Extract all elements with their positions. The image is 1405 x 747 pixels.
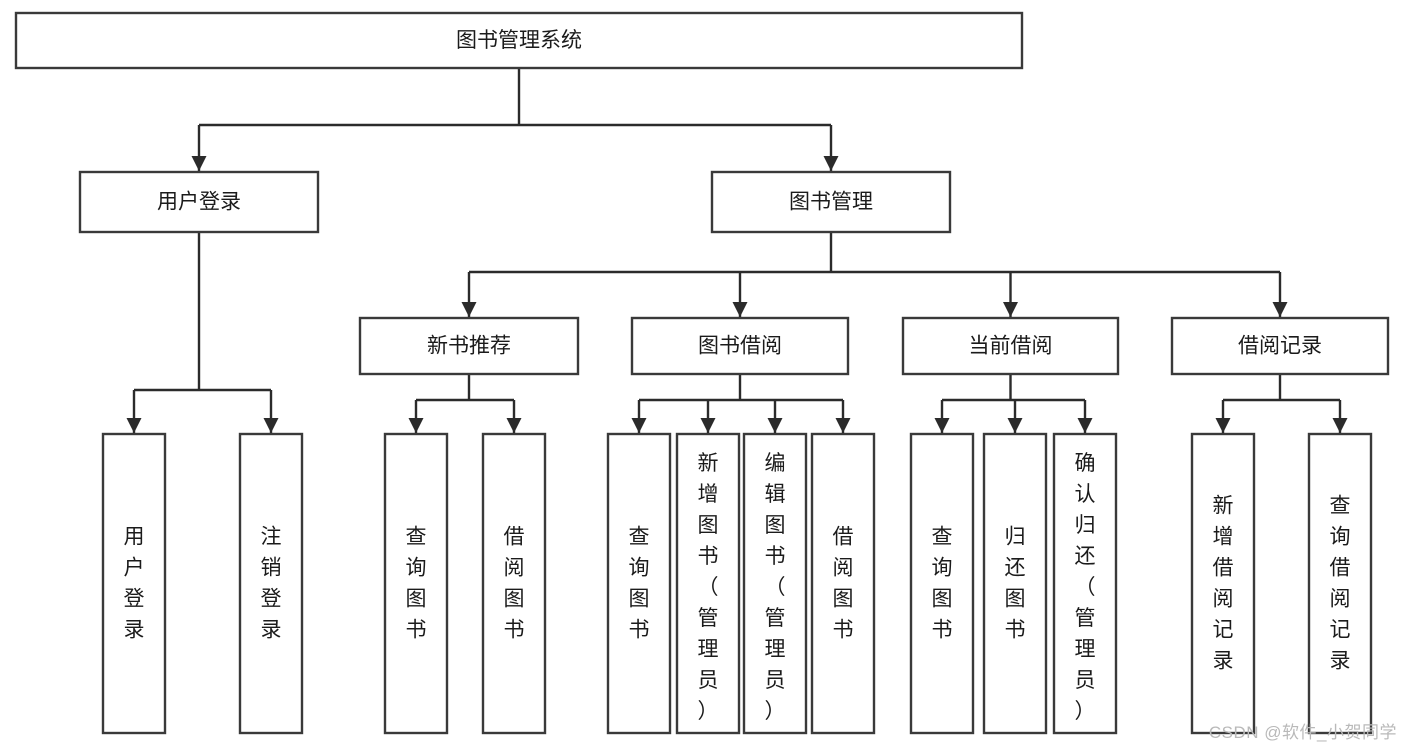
node-label: 新增图书（管理员）: [698, 452, 719, 723]
arrow-head-icon: [1077, 418, 1093, 433]
node-label: 注销登录: [261, 526, 282, 642]
node-label: 借阅图书: [833, 526, 854, 642]
node-box: [481, 432, 547, 735]
arrow-head-icon: [631, 418, 647, 433]
connector-group: [1215, 374, 1348, 433]
node-label: 查询图书: [406, 526, 427, 642]
arrow-head-icon: [1332, 418, 1348, 433]
node-borrow-record[interactable]: 借阅记录: [1170, 316, 1390, 376]
node-box: [14, 11, 1024, 70]
node-box: [1307, 432, 1373, 735]
arrow-head-icon: [823, 156, 839, 171]
node-leaf-borrow-book-2[interactable]: 借阅图书: [810, 432, 876, 735]
arrow-head-icon: [126, 418, 142, 433]
node-box: [710, 170, 952, 234]
node-leaf-query-book-3[interactable]: 查询图书: [909, 432, 975, 735]
arrow-head-icon: [1007, 418, 1023, 433]
arrow-head-icon: [506, 418, 522, 433]
arrow-head-icon: [732, 302, 748, 317]
connector-group: [631, 374, 851, 433]
node-label: 图书管理系统: [456, 29, 582, 52]
node-box: [1190, 432, 1256, 735]
node-leaf-query-book-2[interactable]: 查询图书: [606, 432, 672, 735]
node-label: 新增借阅记录: [1213, 495, 1234, 673]
node-label: 用户登录: [124, 526, 145, 642]
node-box: [742, 432, 808, 735]
connector-group: [191, 68, 839, 171]
arrow-head-icon: [700, 418, 716, 433]
connector-group: [408, 374, 522, 433]
node-current-borrow[interactable]: 当前借阅: [901, 316, 1120, 376]
node-box: [909, 432, 975, 735]
arrow-head-icon: [263, 418, 279, 433]
node-box: [383, 432, 449, 735]
connector-layer: [126, 68, 1348, 433]
node-box: [982, 432, 1048, 735]
node-label: 编辑图书（管理员）: [765, 452, 786, 723]
node-label: 借阅图书: [504, 526, 525, 642]
node-leaf-add-book[interactable]: 新增图书（管理员）: [675, 432, 741, 735]
node-book-borrow[interactable]: 图书借阅: [630, 316, 850, 376]
node-leaf-edit-book[interactable]: 编辑图书（管理员）: [742, 432, 808, 735]
node-leaf-logout-login[interactable]: 注销登录: [238, 432, 304, 735]
node-box: [606, 432, 672, 735]
node-leaf-query-book-1[interactable]: 查询图书: [383, 432, 449, 735]
node-box: [1170, 316, 1390, 376]
arrow-head-icon: [1272, 302, 1288, 317]
node-box: [358, 316, 580, 376]
node-label: 新书推荐: [427, 335, 511, 358]
connector-group: [126, 232, 279, 433]
node-leaf-user-login[interactable]: 用户登录: [101, 432, 167, 735]
node-box: [675, 432, 741, 735]
node-box: [1052, 432, 1118, 735]
node-box: [901, 316, 1120, 376]
connector-group: [934, 374, 1093, 433]
node-user-login[interactable]: 用户登录: [78, 170, 320, 234]
node-leaf-borrow-book-1[interactable]: 借阅图书: [481, 432, 547, 735]
node-book-manage[interactable]: 图书管理: [710, 170, 952, 234]
arrow-head-icon: [835, 418, 851, 433]
node-label: 确认归还（管理员）: [1075, 452, 1096, 723]
node-label: 查询图书: [932, 526, 953, 642]
connector-group: [461, 232, 1288, 317]
node-root[interactable]: 图书管理系统: [14, 11, 1024, 70]
node-box: [630, 316, 850, 376]
node-label: 查询借阅记录: [1330, 495, 1351, 673]
node-leaf-return-book[interactable]: 归还图书: [982, 432, 1048, 735]
arrow-head-icon: [1215, 418, 1231, 433]
node-label: 借阅记录: [1238, 335, 1322, 358]
arrow-head-icon: [934, 418, 950, 433]
node-new-book-recommend[interactable]: 新书推荐: [358, 316, 580, 376]
arrow-head-icon: [461, 302, 477, 317]
node-label: 图书借阅: [698, 335, 782, 358]
arrow-head-icon: [1003, 302, 1018, 317]
node-leaf-add-record[interactable]: 新增借阅记录: [1190, 432, 1256, 735]
arrow-head-icon: [767, 418, 783, 433]
node-box: [810, 432, 876, 735]
node-leaf-confirm-return[interactable]: 确认归还（管理员）: [1052, 432, 1118, 735]
node-box: [101, 432, 167, 735]
node-label: 图书管理: [789, 191, 873, 214]
node-box: [238, 432, 304, 735]
node-label: 当前借阅: [969, 335, 1053, 358]
arrow-head-icon: [408, 418, 424, 433]
node-box: [78, 170, 320, 234]
node-leaf-query-record[interactable]: 查询借阅记录: [1307, 432, 1373, 735]
arrow-head-icon: [191, 156, 207, 171]
node-layer: 图书管理系统用户登录图书管理新书推荐图书借阅当前借阅借阅记录用户登录注销登录查询…: [14, 11, 1390, 735]
node-label: 归还图书: [1005, 526, 1026, 642]
node-label: 查询图书: [629, 526, 650, 642]
node-label: 用户登录: [157, 191, 241, 214]
